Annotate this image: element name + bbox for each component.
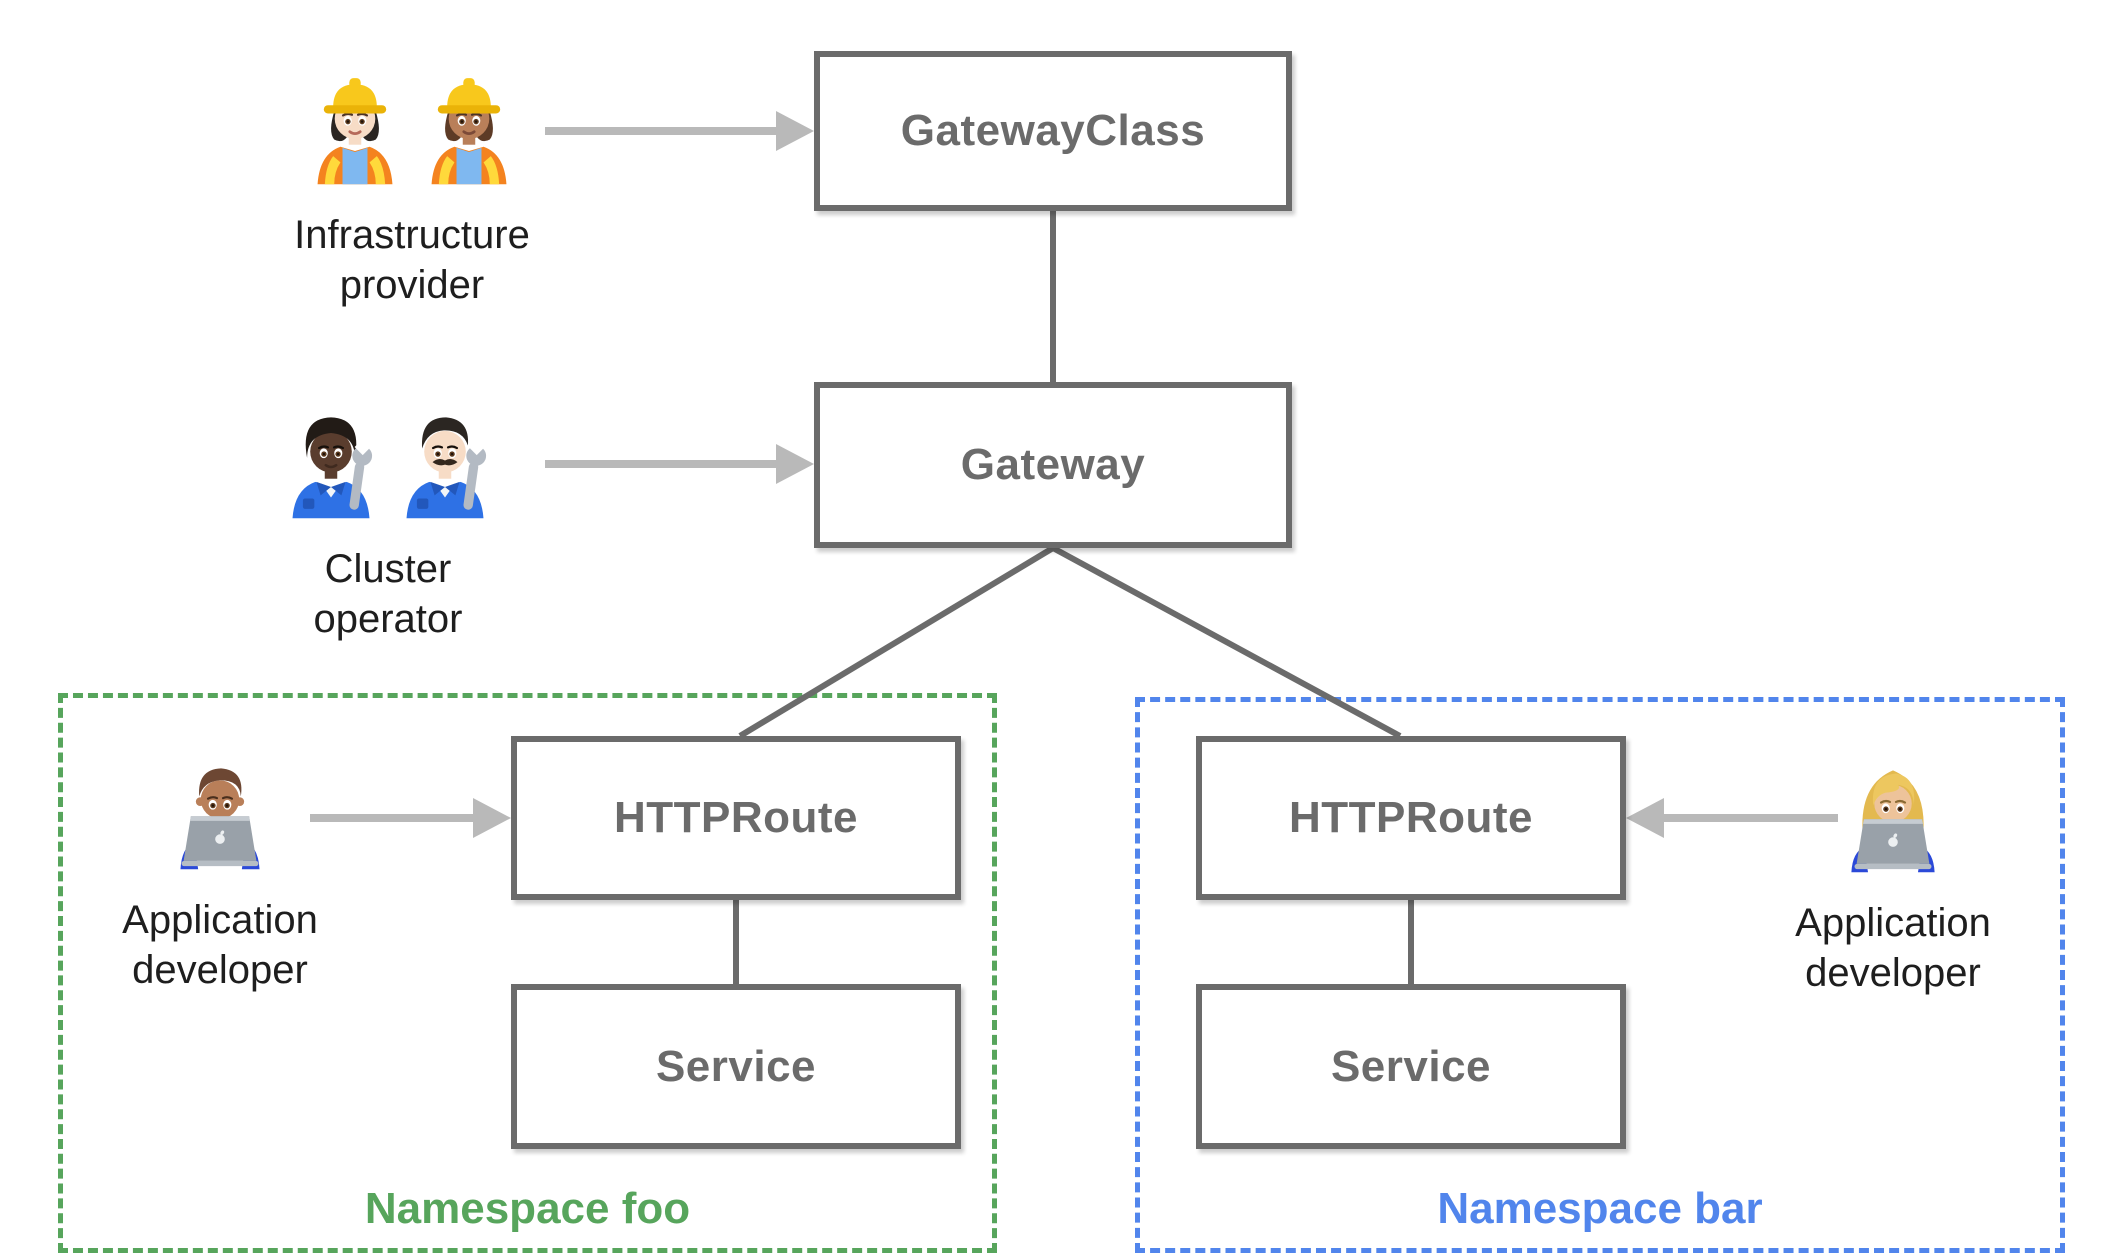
service-node-namespace-foo: Service (511, 984, 961, 1149)
woman-construction-worker-medium-skin-icon (417, 66, 521, 186)
arrow-cluster-operator-to-gateway (545, 444, 814, 484)
application-developer-bar-label: Application developer (1795, 901, 1991, 995)
service-bar-node-label: Service (1330, 1041, 1492, 1091)
person-mechanic-dark-skin-icon (279, 400, 383, 520)
gatewayclass-node: GatewayClass (814, 51, 1292, 211)
service-foo-node-label: Service (655, 1041, 817, 1091)
application-developer-foo-icons (168, 751, 272, 871)
gateway-node: Gateway (814, 382, 1292, 548)
infrastructure-provider-icons (303, 66, 521, 186)
persona-application-developer-foo: Application developer (50, 751, 390, 995)
service-node-namespace-bar: Service (1196, 984, 1626, 1149)
namespace-bar-label: Namespace bar (1437, 1184, 1763, 1233)
httproute-bar-node-label: HTTPRoute (1288, 793, 1534, 842)
httproute-node-namespace-bar: HTTPRoute (1196, 736, 1626, 900)
man-technologist-medium-skin-icon (168, 751, 272, 871)
infrastructure-provider-label: Infrastructure provider (294, 213, 530, 307)
cluster-operator-icons (279, 400, 497, 520)
cluster-operator-label: Cluster operator (313, 547, 463, 641)
man-mechanic-light-skin-icon (393, 400, 497, 520)
gatewayclass-node-label: GatewayClass (900, 106, 1206, 155)
persona-infrastructure-provider: Infrastructure provider (242, 66, 582, 310)
arrow-infrastructure-provider-to-gatewayclass (545, 111, 814, 151)
namespace-bar-boundary: Namespace bar (1135, 697, 2065, 1253)
httproute-foo-node-label: HTTPRoute (613, 793, 859, 842)
woman-technologist-light-skin-icon (1841, 754, 1945, 874)
woman-construction-worker-light-skin-icon (303, 66, 407, 186)
application-developer-foo-label: Application developer (122, 898, 318, 992)
gateway-node-label: Gateway (960, 440, 1146, 489)
httproute-node-namespace-foo: HTTPRoute (511, 736, 961, 900)
persona-cluster-operator: Cluster operator (218, 400, 558, 644)
namespace-foo-boundary: Namespace foo (58, 693, 997, 1253)
application-developer-bar-icons (1841, 754, 1945, 874)
namespace-foo-label: Namespace foo (364, 1184, 691, 1233)
persona-application-developer-bar: Application developer (1723, 754, 2063, 998)
